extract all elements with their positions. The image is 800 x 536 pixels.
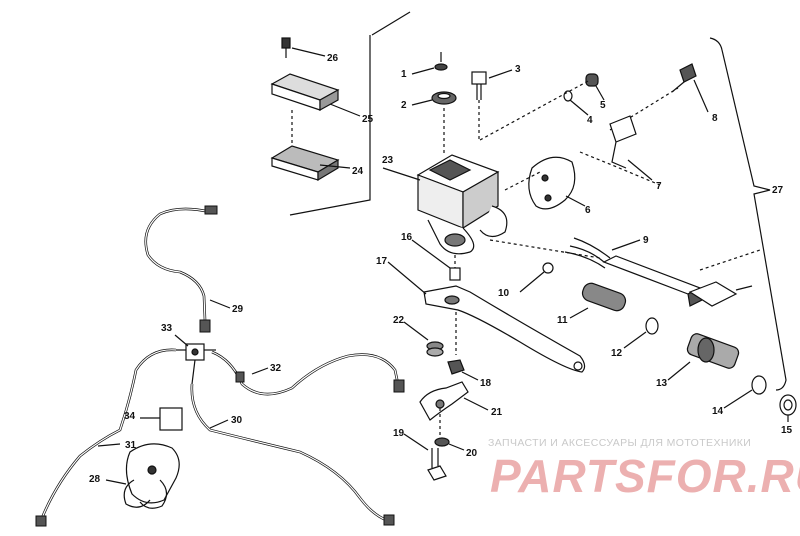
callout-16: 16 <box>401 232 413 243</box>
brake-hose-29 <box>144 205 231 333</box>
callout-24: 24 <box>352 166 364 177</box>
callout-29: 29 <box>232 304 244 315</box>
part-26-screw <box>281 37 326 58</box>
part-7-bracket <box>579 115 661 186</box>
callout-3: 3 <box>515 64 521 75</box>
callout-23: 23 <box>382 155 394 166</box>
part-24-diaphragm <box>270 110 351 182</box>
part-17-lever <box>387 261 586 373</box>
part-14-cup <box>723 375 767 409</box>
watermark-logo: PARTSFOR.RU <box>490 450 800 502</box>
part-22-spring <box>403 321 444 357</box>
callout-31: 31 <box>125 440 137 451</box>
part-6-clamp <box>504 156 586 210</box>
callout-34: 34 <box>124 411 136 422</box>
callout-14: 14 <box>712 406 724 417</box>
part-15-circlip <box>779 394 797 422</box>
callout-17: 17 <box>376 256 388 267</box>
part-3-bolt <box>471 69 513 140</box>
callout-labels: 1 2 3 4 5 6 7 8 9 10 11 12 13 14 15 16 1… <box>89 53 793 485</box>
callout-7: 7 <box>656 181 662 192</box>
part-16-spacer <box>411 239 461 281</box>
part-5-boot <box>479 73 605 141</box>
part-9-brake-switch <box>489 237 761 307</box>
callout-15: 15 <box>781 425 793 436</box>
part-25-cover <box>270 73 361 117</box>
callout-25: 25 <box>362 114 374 125</box>
part-18-nut <box>447 359 479 381</box>
callout-27: 27 <box>772 185 784 196</box>
part-1-washer <box>411 52 448 75</box>
callout-18: 18 <box>480 378 492 389</box>
part-10-terminal <box>519 262 554 293</box>
part-2-seal <box>411 91 457 155</box>
part-28-caliper-bracket <box>105 443 180 509</box>
watermark-tagline: ЗАПЧАСТИ И АКСЕССУАРЫ ДЛЯ МОТОТЕХНИКИ <box>488 437 752 449</box>
part-12-washer <box>623 317 659 349</box>
callout-28: 28 <box>89 474 101 485</box>
callout-11: 11 <box>557 315 568 326</box>
brake-hose-32 <box>211 350 405 396</box>
callout-21: 21 <box>491 407 503 418</box>
part-33-tee-junction <box>174 334 216 385</box>
part-34-block <box>140 407 183 431</box>
part-19-bolt <box>403 433 447 481</box>
callout-19: 19 <box>393 428 405 439</box>
callout-4: 4 <box>587 115 593 126</box>
callout-8: 8 <box>712 113 718 124</box>
part-20-nut <box>434 437 465 451</box>
brake-hose-30 <box>190 383 395 526</box>
part-27-assembly-bracket <box>709 37 787 391</box>
cap-group-bracket <box>289 11 411 216</box>
callout-32: 32 <box>270 363 282 374</box>
part-11-spring <box>569 282 627 319</box>
part-13-piston <box>667 333 740 381</box>
callout-1: 1 <box>401 69 407 80</box>
callout-26: 26 <box>327 53 339 64</box>
part-4-oring <box>563 90 589 116</box>
part-21-cam <box>419 381 489 440</box>
callout-20: 20 <box>466 448 478 459</box>
callout-13: 13 <box>656 378 668 389</box>
callout-6: 6 <box>585 205 591 216</box>
callout-22: 22 <box>393 315 405 326</box>
callout-2: 2 <box>401 100 407 111</box>
callout-10: 10 <box>498 288 510 299</box>
callout-30: 30 <box>231 415 243 426</box>
part-23-master-cylinder <box>382 154 508 255</box>
callout-5: 5 <box>600 100 606 111</box>
callout-12: 12 <box>611 348 623 359</box>
callout-9: 9 <box>643 235 649 246</box>
brake-hose-31 <box>35 348 177 527</box>
callout-33: 33 <box>161 323 173 334</box>
